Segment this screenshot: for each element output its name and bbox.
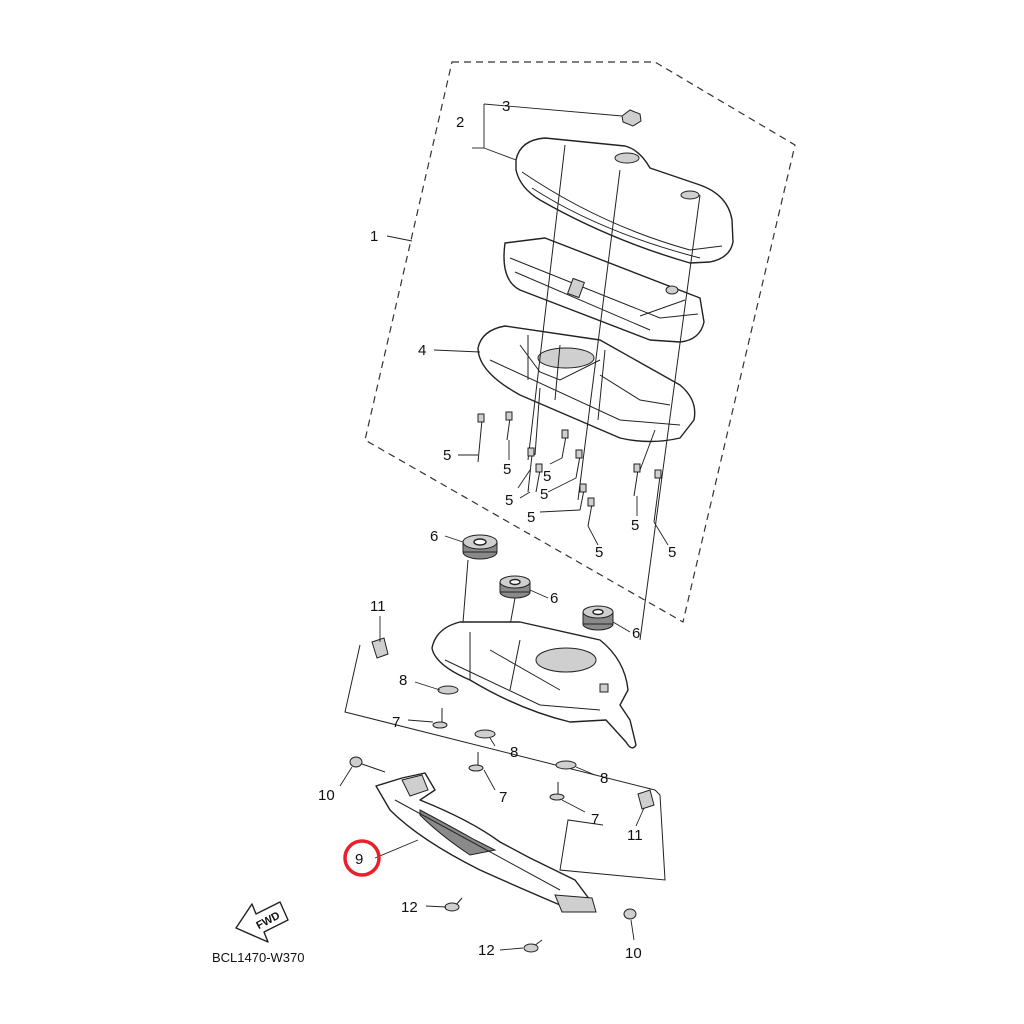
meter-cover-part-2 (515, 137, 734, 264)
assembly-guide-lines (527, 144, 701, 641)
label-part-5-b: 5 (503, 461, 511, 478)
label-part-11-b: 11 (627, 827, 643, 844)
label-part-5-a: 5 (443, 447, 451, 464)
label-part-9: 9 (355, 851, 363, 868)
lower-cover-part-9 (375, 772, 597, 913)
label-part-4: 4 (418, 342, 426, 359)
part-labels: 1 2 3 4 5 5 5 5 5 5 5 5 5 6 6 6 7 7 7 8 … (318, 98, 676, 962)
label-part-5-h: 5 (631, 517, 639, 534)
label-part-8-c: 8 (600, 770, 608, 787)
label-part-12-b: 12 (478, 942, 495, 959)
screws-part-12 (444, 897, 543, 953)
label-part-12-a: 12 (401, 899, 418, 916)
label-part-1: 1 (370, 228, 378, 245)
meter-unit (503, 237, 705, 343)
screws-part-10 (349, 756, 637, 920)
leader-lines (339, 103, 669, 951)
label-part-7-b: 7 (499, 789, 507, 806)
meter-case-part-4 (477, 325, 696, 443)
label-part-11-a: 11 (370, 598, 386, 615)
screws-part-5 (477, 411, 662, 527)
lower-bracket-outline-left (344, 644, 656, 791)
nut-part-3 (621, 109, 642, 127)
label-part-10-a: 10 (318, 787, 335, 804)
label-part-5-d: 5 (505, 492, 513, 509)
label-part-7-c: 7 (591, 811, 599, 828)
label-part-5-i: 5 (668, 544, 676, 561)
clip-nut-part-11-lower (637, 789, 655, 810)
washers-part-8 (437, 685, 577, 770)
label-part-8-b: 8 (510, 744, 518, 761)
fwd-arrow-icon: FWD (235, 901, 289, 943)
label-part-10-b: 10 (625, 945, 642, 962)
lower-bracket-outline-right (559, 789, 666, 881)
label-part-6-b: 6 (550, 590, 558, 607)
meter-bracket (431, 621, 637, 749)
label-part-7-a: 7 (392, 714, 400, 731)
diagram-code: BCL1470-W370 (212, 950, 305, 965)
label-part-5-c: 5 (543, 468, 551, 485)
assembly-dashed-outline (364, 61, 796, 623)
highlight-circle-part-9 (343, 839, 381, 877)
label-part-8-a: 8 (399, 672, 407, 689)
label-part-5-f: 5 (527, 509, 535, 526)
label-part-3: 3 (502, 98, 510, 115)
grommets-part-6 (461, 534, 614, 681)
label-part-6-a: 6 (430, 528, 438, 545)
label-part-5-g: 5 (595, 544, 603, 561)
label-part-5-e: 5 (540, 486, 548, 503)
bolts-part-7 (432, 708, 565, 801)
label-part-6-c: 6 (632, 625, 640, 642)
label-part-2: 2 (456, 114, 464, 131)
